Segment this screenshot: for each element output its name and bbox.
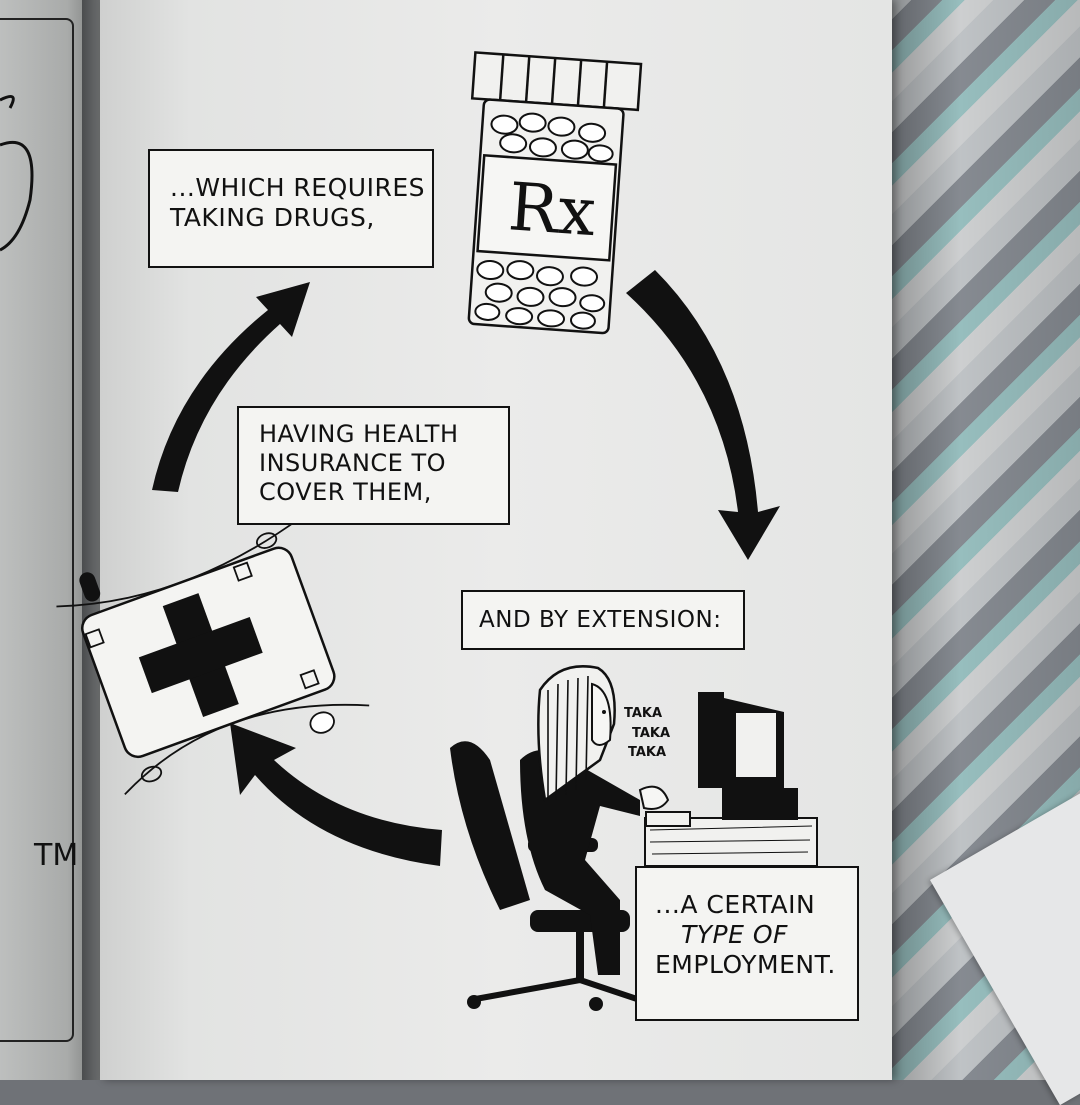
pill-bottle-icon: Rx bbox=[467, 51, 643, 335]
previous-page: TM bbox=[0, 0, 96, 1080]
rx-label: Rx bbox=[506, 168, 598, 251]
previous-page-drawing bbox=[0, 94, 34, 252]
caption-insurance-line-1: HAVING HEALTH bbox=[259, 420, 459, 448]
caption-drugs-line-1: ...WHICH REQUIRES bbox=[170, 173, 425, 202]
sound-effect-word: TAKA bbox=[628, 745, 667, 760]
person-at-computer-icon bbox=[450, 665, 818, 1011]
caption-employment-line-1: ...A CERTAIN bbox=[655, 890, 816, 919]
caption-drugs-line-2: TAKING DRUGS, bbox=[170, 203, 375, 232]
sound-effect-word: TAKA bbox=[632, 725, 671, 741]
caption-employment-line-3: EMPLOYMENT. bbox=[655, 950, 836, 979]
trademark-mark: TM bbox=[34, 838, 79, 873]
previous-page-panel-border bbox=[0, 18, 74, 1042]
caption-extension: AND BY EXTENSION: bbox=[461, 590, 745, 650]
caption-insurance: HAVING HEALTH INSURANCE TO COVER THEM, bbox=[237, 406, 510, 525]
arrow-drugs-to-employment bbox=[626, 270, 780, 560]
caption-employment-line-2: TYPE OF bbox=[681, 920, 788, 949]
arrow-employment-to-insurance bbox=[230, 723, 442, 866]
comic-artwork: Rx bbox=[56, 51, 818, 1011]
caption-insurance-line-2: INSURANCE TO bbox=[259, 448, 447, 477]
caption-drugs: ...WHICH REQUIRES TAKING DRUGS, bbox=[148, 149, 434, 268]
first-aid-card-icon bbox=[56, 516, 370, 796]
sound-effect-word: TAKA bbox=[624, 706, 663, 721]
caption-employment: ...A CERTAIN TYPE OF EMPLOYMENT. bbox=[635, 866, 859, 1021]
arrow-insurance-to-drugs bbox=[152, 282, 310, 492]
typing-sound-effect: TAKA TAKA TAKA bbox=[624, 704, 670, 763]
cycle-arrow-icon bbox=[152, 270, 780, 866]
caption-insurance-line-3: COVER THEM, bbox=[259, 477, 432, 506]
